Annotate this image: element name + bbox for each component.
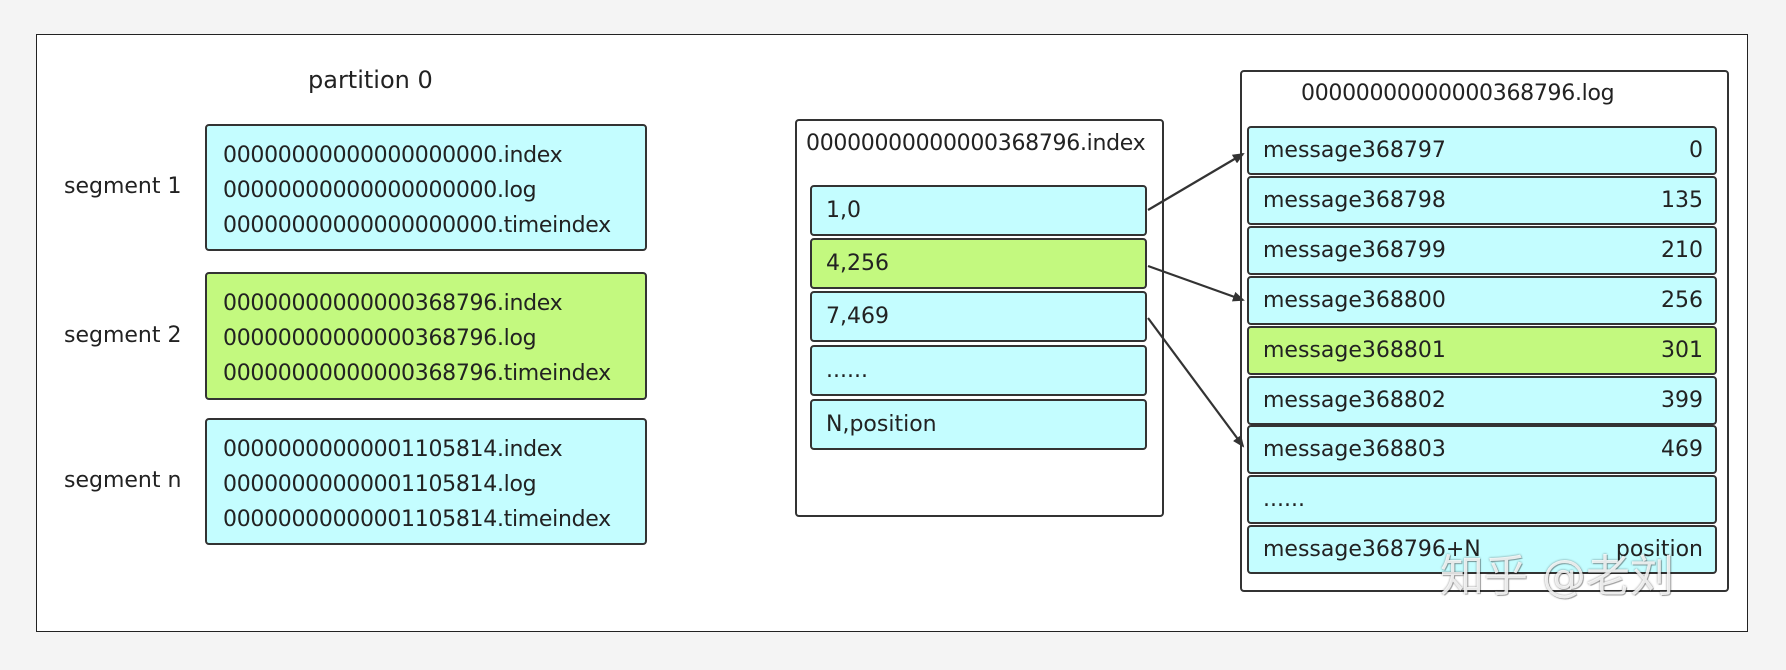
log-message-name: message368796+N — [1263, 537, 1481, 562]
segment-file-log: 00000000000000000000.log — [223, 178, 537, 203]
index-file-title: 00000000000000368796.index — [806, 131, 1146, 156]
log-message-name: message368801 — [1263, 338, 1446, 363]
log-message-row: message368799 210 — [1247, 226, 1717, 275]
log-message-position: 0 — [1689, 138, 1703, 163]
log-message-position: position — [1615, 537, 1703, 562]
index-entry: 7,469 — [810, 291, 1147, 342]
segment-file-log: 00000000000000368796.log — [223, 326, 537, 351]
segment-file-log: 00000000000001105814.log — [223, 472, 537, 497]
index-entry-highlighted: 4,256 — [810, 238, 1147, 289]
arrow-entry-4-to-message368800 — [1147, 264, 1245, 302]
log-message-position: 399 — [1661, 388, 1703, 413]
segment-file-index: 00000000000001105814.index — [223, 437, 563, 462]
index-entry: ...... — [810, 345, 1147, 396]
segment-box-n: 00000000000001105814.index 0000000000000… — [205, 418, 647, 545]
log-file-title: 00000000000000368796.log — [1301, 81, 1615, 106]
log-message-row: message368800 256 — [1247, 276, 1717, 325]
log-message-row-highlighted: message368801 301 — [1247, 326, 1717, 375]
index-entry: 1,0 — [810, 185, 1147, 236]
index-entry-text: 1,0 — [826, 198, 861, 223]
index-entry: N,position — [810, 399, 1147, 450]
segment-file-index: 00000000000000000000.index — [223, 143, 563, 168]
segment-file-timeindex: 00000000000000368796.timeindex — [223, 361, 611, 386]
log-message-position: 469 — [1661, 437, 1703, 462]
log-message-name: ...... — [1263, 487, 1305, 512]
segment-label-n: segment n — [64, 468, 182, 493]
zhihu-watermark: 知乎 @老刘 — [1440, 551, 1674, 602]
segment-file-index: 00000000000000368796.index — [223, 291, 563, 316]
index-entry-text: ...... — [826, 358, 868, 383]
arrow-entry-1-to-message368797 — [1147, 152, 1245, 211]
segment-box-2: 00000000000000368796.index 0000000000000… — [205, 272, 647, 400]
partition-title: partition 0 — [308, 66, 433, 94]
log-message-name: message368803 — [1263, 437, 1446, 462]
arrow-entry-7-to-message368803 — [1147, 317, 1245, 448]
log-message-row: message368797 0 — [1247, 126, 1717, 175]
index-entry-text: 4,256 — [826, 251, 889, 276]
log-message-row: message368796+N position — [1247, 525, 1717, 574]
log-message-name: message368799 — [1263, 238, 1446, 263]
log-message-name: message368802 — [1263, 388, 1446, 413]
segment-file-timeindex: 00000000000000000000.timeindex — [223, 213, 611, 238]
segment-file-timeindex: 00000000000001105814.timeindex — [223, 507, 611, 532]
log-message-row: message368798 135 — [1247, 176, 1717, 225]
log-message-position: 135 — [1661, 188, 1703, 213]
log-message-row: ...... — [1247, 475, 1717, 524]
segment-box-1: 00000000000000000000.index 0000000000000… — [205, 124, 647, 251]
log-message-position: 210 — [1661, 238, 1703, 263]
log-message-position: 301 — [1661, 338, 1703, 363]
segment-label-1: segment 1 — [64, 174, 182, 199]
log-message-name: message368798 — [1263, 188, 1446, 213]
log-message-name: message368800 — [1263, 288, 1446, 313]
log-message-position: 256 — [1661, 288, 1703, 313]
log-message-row: message368803 469 — [1247, 425, 1717, 474]
log-message-name: message368797 — [1263, 138, 1446, 163]
index-entry-text: N,position — [826, 412, 937, 437]
segment-label-2: segment 2 — [64, 323, 182, 348]
index-entry-text: 7,469 — [826, 304, 889, 329]
log-message-row: message368802 399 — [1247, 376, 1717, 425]
